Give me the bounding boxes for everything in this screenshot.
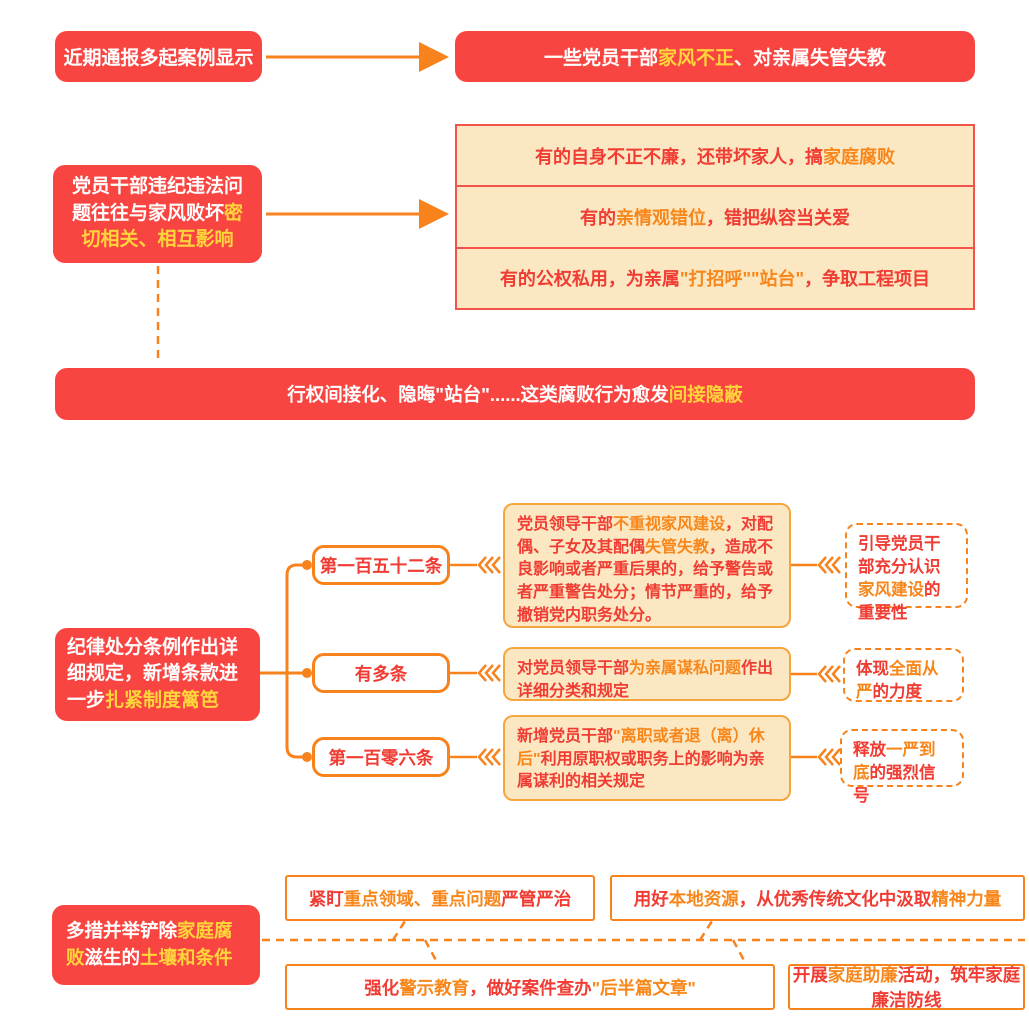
branch-dot-icon xyxy=(302,752,312,762)
multiple-articles-detail: 对党员领导干部为亲属谋私问题作出详细分类和规定 xyxy=(503,647,791,701)
multiple-articles-note: 体现全面从严的力度 xyxy=(843,648,964,702)
triple-chevron-connector xyxy=(791,665,841,683)
triple-chevron-connector xyxy=(791,748,841,766)
triple-chevron-icon xyxy=(477,748,501,766)
triple-chevron-icon xyxy=(477,664,501,682)
triple-chevron-icon xyxy=(477,556,501,574)
triple-chevron-connector xyxy=(450,664,501,682)
measure-box-warning-education: 强化警示教育，做好案件查办"后半篇文章" xyxy=(285,964,775,1010)
branch-dot-icon xyxy=(302,668,312,678)
article-106-detail: 新增党员干部"离职或者退（离）休后"利用原职权或职务上的影响为亲属谋利的相关规定 xyxy=(503,715,791,801)
article-152-detail: 党员领导干部不重视家风建设，对配偶、子女及其配偶失管失教，造成不良影响或者严重后… xyxy=(503,503,791,628)
multiple-articles-label: 有多条 xyxy=(312,653,450,693)
triple-chevron-connector xyxy=(791,556,841,574)
branch-bracket xyxy=(260,563,307,759)
violation-examples-stack: 有的自身不正不廉，还带坏家人，搞家庭腐败 有的亲情观错位，错把纵容当关爱 有的公… xyxy=(455,124,975,310)
family-style-link-box: 党员干部违纪违法问题往往与家风败坏密切相关、相互影响 xyxy=(53,165,262,263)
triple-chevron-icon xyxy=(817,665,841,683)
violation-example-item: 有的公权私用，为亲属"打招呼""站台"，争取工程项目 xyxy=(457,246,973,308)
case-report-result-box: 一些党员干部家风不正、对亲属失管失教 xyxy=(455,31,975,82)
violation-example-item: 有的亲情观错位，错把纵容当关爱 xyxy=(457,185,973,246)
dashed-connector xyxy=(698,920,714,941)
triple-chevron-icon xyxy=(817,556,841,574)
hidden-corruption-conclusion-box: 行权间接化、隐晦"站台"......这类腐败行为愈发间接隐蔽 xyxy=(55,368,975,420)
discipline-regulation-box: 纪律处分条例作出详细规定，新增条款进一步扎紧制度篱笆 xyxy=(55,628,260,721)
article-106-label: 第一百零六条 xyxy=(312,737,450,777)
measure-box-key-areas: 紧盯重点领域、重点问题严管严治 xyxy=(285,875,595,921)
triple-chevron-icon xyxy=(817,748,841,766)
violation-example-item: 有的自身不正不廉，还带坏家人，搞家庭腐败 xyxy=(535,146,895,167)
triple-chevron-connector xyxy=(450,556,501,574)
triple-chevron-connector xyxy=(450,748,501,766)
branch-dot-icon xyxy=(302,560,312,570)
measure-box-local-resources: 用好本地资源，从优秀传统文化中汲取精神力量 xyxy=(610,875,1025,921)
dashed-connector xyxy=(391,920,407,941)
dashed-connector xyxy=(731,939,748,965)
article-152-note: 引导党员干部充分认识家风建设的重要性 xyxy=(845,523,968,622)
measures-source-box: 多措并举铲除家庭腐败滋生的土壤和条件 xyxy=(52,905,260,985)
article-106-note: 释放一严到底的强烈信号 xyxy=(840,729,964,805)
dashed-connector xyxy=(423,939,440,965)
measure-box-family-integrity: 开展家庭助廉活动，筑牢家庭廉洁防线 xyxy=(788,964,1025,1010)
article-152-label: 第一百五十二条 xyxy=(312,545,450,585)
case-report-source-box: 近期通报多起案例显示 xyxy=(55,31,262,82)
